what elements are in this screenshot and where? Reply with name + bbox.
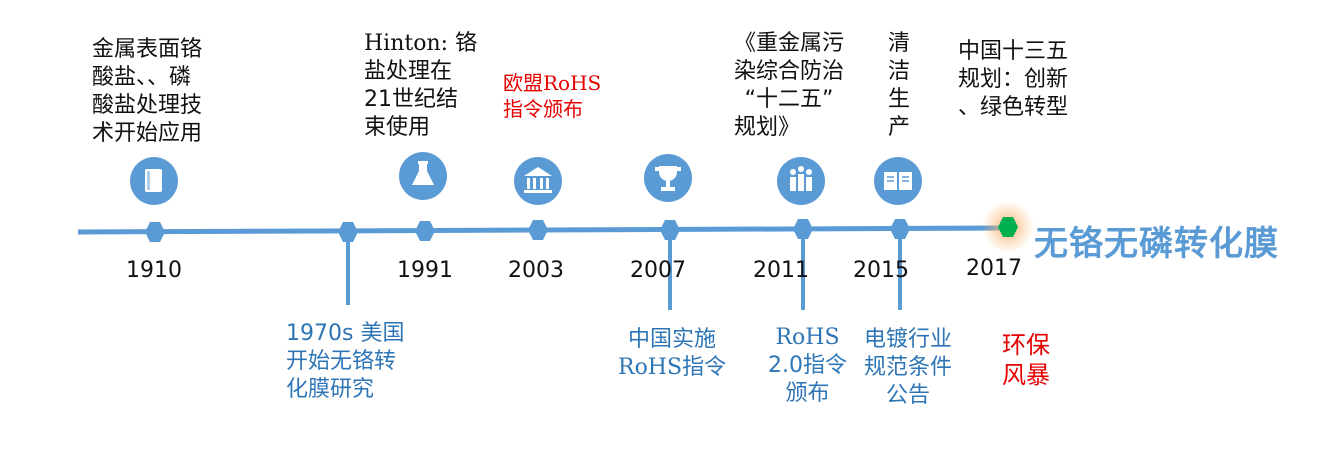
event-2011-rohs2: RoHS 2.0指令 颁布 [768, 325, 847, 406]
flask-icon [399, 152, 447, 200]
event-clean-production: 清 洁 生 产 [888, 31, 911, 140]
event-1970s: 1970s 美国 开始无铬转 化膜研究 [286, 321, 405, 402]
people-icon [777, 157, 825, 205]
marker-1910 [145, 222, 165, 242]
year-1910: 1910 [126, 258, 182, 283]
year-2017: 2017 [966, 256, 1022, 281]
marker-2011 [793, 219, 813, 239]
year-2003: 2003 [508, 258, 564, 283]
book-icon [130, 157, 178, 205]
marker-2015 [890, 219, 910, 239]
year-2015: 2015 [853, 258, 909, 283]
event-1910: 金属表面铬 酸盐、、磷 酸盐处理技 术开始应用 [92, 37, 203, 146]
event-13th-five-year-plan: 中国十三五 规划：创新 、绿色转型 [958, 39, 1069, 120]
open-book-icon [874, 157, 922, 205]
marker-1970s [338, 222, 358, 242]
marker-1991 [415, 221, 435, 241]
event-1991: Hinton: 铬 盐处理在 21世纪结 束使用 [364, 31, 478, 140]
year-2007: 2007 [630, 258, 686, 283]
bank-icon [514, 157, 562, 205]
year-2011: 2011 [753, 258, 809, 283]
event-2017-env-storm: 环保 风暴 [1002, 331, 1050, 389]
marker-2007 [660, 220, 680, 240]
marker-2017 [998, 217, 1018, 237]
event-2015-plating-notice: 电镀行业 规范条件 公告 [864, 327, 953, 408]
event-2011-plan: 《重金属污 染综合防治 “十二五” 规划》 [734, 31, 845, 140]
event-2003: 欧盟RoHS 指令颁布 [503, 71, 602, 121]
diagram-title: 无铬无磷转化膜 [1034, 224, 1279, 264]
year-1991: 1991 [397, 258, 453, 283]
event-2007-china-rohs: 中国实施 RoHS指令 [618, 327, 727, 380]
marker-2003 [528, 220, 548, 240]
trophy-icon [644, 154, 692, 202]
